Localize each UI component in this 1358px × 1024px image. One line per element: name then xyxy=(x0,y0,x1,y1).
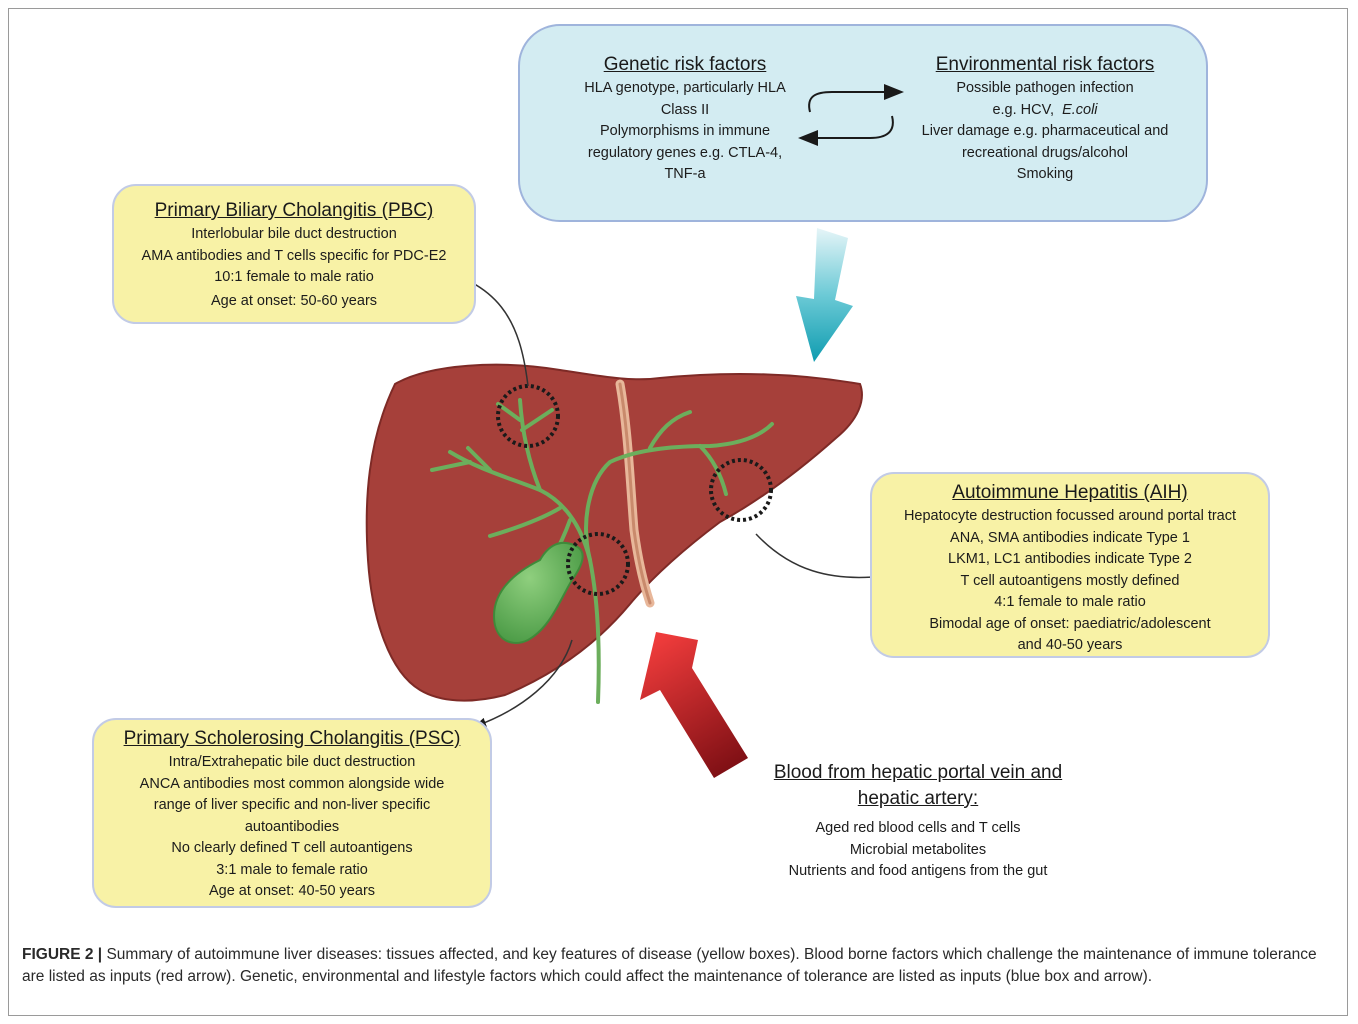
pbc-line: AMA antibodies and T cells specific for … xyxy=(114,246,474,268)
pbc-line: Interlobular bile duct destruction xyxy=(114,224,474,246)
aih-title: Autoimmune Hepatitis (AIH) xyxy=(872,480,1268,506)
aih-box: Autoimmune Hepatitis (AIH) Hepatocyte de… xyxy=(870,472,1270,658)
blood-line: Aged red blood cells and T cells xyxy=(740,818,1096,840)
genetic-risk-line: Class II xyxy=(550,100,820,122)
genetic-risk-column: Genetic risk factors HLA genotype, parti… xyxy=(550,52,820,186)
environmental-risk-line: Smoking xyxy=(900,164,1190,186)
environmental-risk-line: Possible pathogen infection xyxy=(900,78,1190,100)
aih-connector-arrow xyxy=(756,534,884,577)
psc-line: Age at onset: 40-50 years xyxy=(94,881,490,903)
psc-line: autoantibodies xyxy=(94,817,490,839)
aih-line: Bimodal age of onset: paediatric/adolesc… xyxy=(872,614,1268,636)
blood-title: hepatic artery: xyxy=(740,786,1096,812)
environmental-risk-column: Environmental risk factors Possible path… xyxy=(900,52,1190,186)
aih-line: 4:1 female to male ratio xyxy=(872,592,1268,614)
psc-line: 3:1 male to female ratio xyxy=(94,860,490,882)
psc-line: No clearly defined T cell autoantigens xyxy=(94,838,490,860)
environmental-risk-line: e.g. HCV, E.coli xyxy=(900,100,1190,122)
genetic-risk-line: TNF-a xyxy=(550,164,820,186)
environmental-risk-title: Environmental risk factors xyxy=(900,52,1190,78)
psc-line: Intra/Extrahepatic bile duct destruction xyxy=(94,752,490,774)
aih-line: and 40-50 years xyxy=(872,635,1268,657)
blood-inputs-text: Blood from hepatic portal vein and hepat… xyxy=(740,760,1096,883)
blood-input-arrow xyxy=(640,632,748,778)
bidirectional-arrows xyxy=(796,82,906,152)
environmental-input-arrow xyxy=(796,228,853,362)
aih-line: LKM1, LC1 antibodies indicate Type 2 xyxy=(872,549,1268,571)
psc-box: Primary Scholerosing Cholangitis (PSC) I… xyxy=(92,718,492,908)
pbc-line: Age at onset: 50-60 years xyxy=(114,291,474,313)
genetic-risk-line: regulatory genes e.g. CTLA-4, xyxy=(550,143,820,165)
environmental-risk-pathogen: E.coli xyxy=(1062,102,1097,118)
aih-line: Hepatocyte destruction focussed around p… xyxy=(872,506,1268,528)
pbc-title: Primary Biliary Cholangitis (PBC) xyxy=(114,198,474,224)
pbc-line: 10:1 female to male ratio xyxy=(114,267,474,289)
genetic-risk-title: Genetic risk factors xyxy=(550,52,820,78)
risk-factors-box: Genetic risk factors HLA genotype, parti… xyxy=(518,24,1208,222)
genetic-risk-line: HLA genotype, particularly HLA xyxy=(550,78,820,100)
psc-line: range of liver specific and non-liver sp… xyxy=(94,795,490,817)
blood-title: Blood from hepatic portal vein and xyxy=(740,760,1096,786)
psc-line: ANCA antibodies most common alongside wi… xyxy=(94,774,490,796)
blood-line: Microbial metabolites xyxy=(740,840,1096,862)
figure-caption-label: FIGURE 2 | xyxy=(22,946,102,963)
liver-illustration xyxy=(367,365,862,702)
psc-title: Primary Scholerosing Cholangitis (PSC) xyxy=(94,726,490,752)
pbc-box: Primary Biliary Cholangitis (PBC) Interl… xyxy=(112,184,476,324)
aih-line: ANA, SMA antibodies indicate Type 1 xyxy=(872,528,1268,550)
figure-caption: FIGURE 2 | Summary of autoimmune liver d… xyxy=(22,944,1322,988)
aih-line: T cell autoantigens mostly defined xyxy=(872,571,1268,593)
environmental-risk-line: recreational drugs/alcohol xyxy=(900,143,1190,165)
environmental-risk-line: Liver damage e.g. pharmaceutical and xyxy=(900,121,1190,143)
figure-caption-text: Summary of autoimmune liver diseases: ti… xyxy=(22,946,1317,985)
blood-line: Nutrients and food antigens from the gut xyxy=(740,861,1096,883)
genetic-risk-line: Polymorphisms in immune xyxy=(550,121,820,143)
environmental-risk-example: e.g. HCV, xyxy=(992,102,1054,118)
